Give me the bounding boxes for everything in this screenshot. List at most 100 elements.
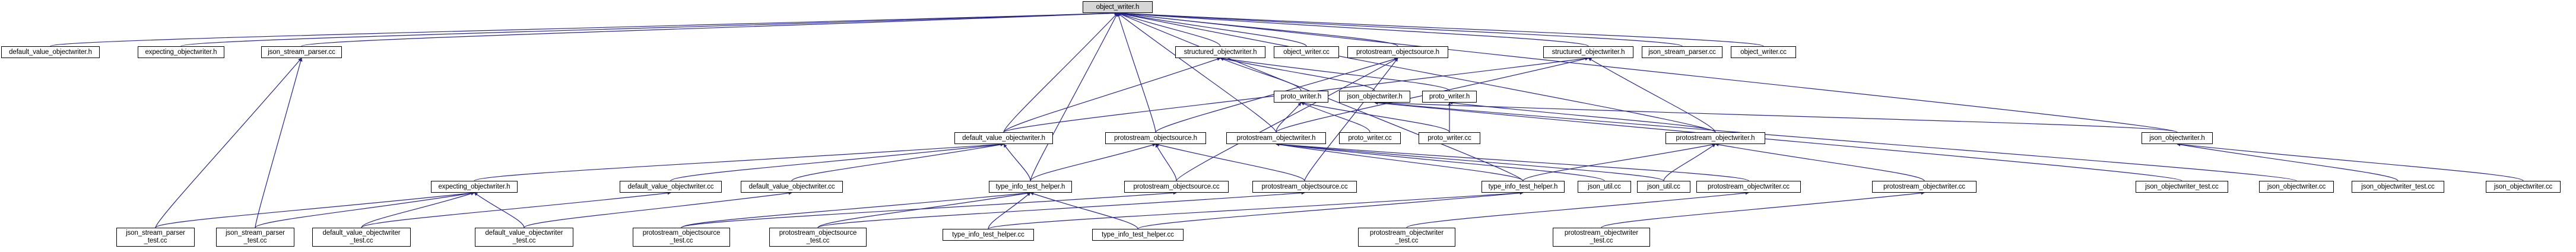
- graph-edge: [155, 58, 302, 228]
- graph-edge: [1030, 192, 1138, 229]
- graph-node[interactable]: object_writer.cc: [1274, 46, 1339, 58]
- graph-edge: [2177, 142, 2524, 181]
- graph-node[interactable]: default_value_objectwriter.cc: [741, 181, 843, 193]
- graph-edge: [681, 191, 1031, 228]
- graph-node-label: json_objectwriter.h: [1347, 92, 1403, 100]
- graph-node-label: protostream_objectwriter.cc: [1708, 183, 1790, 190]
- graph-edge: [1117, 12, 1221, 47]
- graph-edge: [1117, 12, 1277, 133]
- graph-edge: [817, 191, 1305, 228]
- graph-node[interactable]: expecting_objectwriter.h: [138, 46, 224, 58]
- graph-node-label: protostream_objectsource.h: [1356, 48, 1439, 56]
- graph-node[interactable]: json_objectwriter.cc: [2259, 181, 2334, 193]
- graph-edge: [361, 191, 671, 228]
- graph-edge: [1715, 142, 1925, 181]
- graph-node-label: proto_writer.cc: [1427, 134, 1471, 142]
- graph-edge: [1300, 101, 1450, 133]
- graph-node[interactable]: default_value_objectwriter.cc: [620, 181, 722, 193]
- graph-node-label: json_stream_parser.cc: [268, 48, 335, 56]
- graph-edge: [1176, 58, 1398, 181]
- graph-node[interactable]: json_util.cc: [1637, 181, 1690, 193]
- graph-edge: [1116, 12, 1156, 133]
- graph-edge: [791, 142, 1004, 181]
- graph-node[interactable]: type_info_test_helper.cc: [1092, 229, 1184, 241]
- graph-node[interactable]: proto_writer.h: [1274, 91, 1328, 103]
- graph-node[interactable]: structured_objectwriter.h: [1543, 46, 1633, 58]
- graph-edge: [1276, 142, 1664, 181]
- graph-node[interactable]: proto_writer.cc: [1339, 132, 1401, 144]
- graph-node-label: json_objectwriter_test.cc: [2361, 183, 2435, 190]
- graph-node[interactable]: json_objectwriter_test.cc: [2136, 181, 2228, 193]
- graph-node[interactable]: protostream_objectwriter _test.cc: [1553, 228, 1650, 247]
- graph-node-root[interactable]: object_writer.h: [1083, 1, 1153, 13]
- graph-edge: [474, 192, 525, 228]
- graph-edge: [1276, 142, 1524, 181]
- graph-node-label: json_stream_parser _test.cc: [226, 229, 285, 244]
- graph-node[interactable]: object_writer.cc: [1731, 46, 1796, 58]
- graph-node[interactable]: expecting_objectwriter.h: [431, 181, 518, 193]
- graph-node-label: expecting_objectwriter.h: [145, 48, 217, 56]
- graph-node[interactable]: json_objectwriter.cc: [2486, 181, 2561, 193]
- graph-node[interactable]: protostream_objectsource _test.cc: [769, 228, 867, 247]
- graph-node-label: protostream_objectsource _test.cc: [779, 229, 857, 244]
- graph-node[interactable]: default_value_objectwriter.h: [1, 46, 100, 58]
- graph-node[interactable]: protostream_objectsource.h: [1347, 46, 1448, 58]
- graph-node[interactable]: protostream_objectwriter.h: [1226, 132, 1326, 144]
- graph-node-label: json_util.cc: [1647, 183, 1680, 190]
- graph-edge: [1601, 191, 1925, 228]
- graph-node[interactable]: protostream_objectsource.cc: [1252, 181, 1357, 193]
- graph-edge: [155, 191, 475, 228]
- graph-node-label: type_info_test_helper.h: [1488, 183, 1558, 190]
- graph-edge: [301, 11, 1118, 47]
- graph-edge: [681, 191, 1177, 228]
- graph-node[interactable]: json_stream_parser.cc: [261, 46, 342, 58]
- graph-edge: [2177, 142, 2399, 181]
- graph-edge: [670, 142, 1004, 181]
- graph-node[interactable]: default_value_objectwriter _test.cc: [312, 228, 411, 247]
- graph-node[interactable]: json_objectwriter.h: [1339, 91, 1410, 103]
- graph-node[interactable]: proto_writer.h: [1422, 91, 1477, 103]
- graph-node[interactable]: json_objectwriter_test.cc: [2352, 181, 2444, 193]
- graph-node[interactable]: json_stream_parser _test.cc: [216, 228, 294, 247]
- graph-edge: [1117, 11, 1764, 47]
- graph-edge: [1588, 58, 1716, 133]
- graph-node[interactable]: type_info_test_helper.cc: [943, 229, 1034, 241]
- graph-edge: [1300, 102, 1371, 133]
- graph-node-label: proto_writer.cc: [1348, 134, 1392, 142]
- graph-edge: [1663, 143, 1716, 181]
- graph-edge: [1117, 11, 1398, 47]
- graph-node[interactable]: protostream_objectwriter.cc: [1872, 181, 1977, 193]
- graph-edge: [1449, 101, 1716, 133]
- graph-node[interactable]: protostream_objectwriter _test.cc: [1358, 228, 1455, 247]
- graph-node[interactable]: default_value_objectwriter _test.cc: [475, 228, 573, 247]
- graph-node[interactable]: protostream_objectsource.cc: [1124, 181, 1229, 193]
- graph-node-label: default_value_objectwriter.cc: [748, 183, 835, 190]
- graph-node-label: default_value_objectwriter.h: [9, 48, 92, 56]
- graph-node[interactable]: protostream_objectsource.h: [1105, 132, 1206, 144]
- graph-edge: [1374, 101, 2178, 133]
- graph-node-label: json_stream_parser.cc: [1648, 48, 1716, 56]
- graph-node[interactable]: json_stream_parser.cc: [1642, 46, 1722, 58]
- graph-node[interactable]: protostream_objectwriter.cc: [1696, 181, 1801, 193]
- graph-node[interactable]: default_value_objectwriter.h: [954, 132, 1053, 144]
- graph-node[interactable]: proto_writer.cc: [1419, 132, 1480, 144]
- graph-node[interactable]: protostream_objectwriter.h: [1665, 132, 1765, 144]
- graph-edge: [1030, 12, 1118, 181]
- graph-node[interactable]: protostream_objectsource _test.cc: [633, 228, 730, 247]
- graph-edge: [180, 11, 1118, 47]
- graph-node-label: protostream_objectsource.cc: [1261, 183, 1348, 190]
- graph-edge: [50, 11, 1118, 47]
- graph-node[interactable]: json_util.cc: [1578, 181, 1631, 193]
- graph-node[interactable]: json_stream_parser _test.cc: [116, 228, 195, 247]
- graph-edge: [1276, 142, 1749, 181]
- graph-node[interactable]: type_info_test_helper.h: [989, 181, 1072, 193]
- graph-node[interactable]: type_info_test_helper.h: [1481, 181, 1565, 193]
- graph-node[interactable]: structured_objectwriter.h: [1175, 46, 1265, 58]
- graph-edge: [1003, 57, 1221, 133]
- graph-edge: [1220, 58, 1302, 91]
- graph-edge: [988, 192, 1031, 229]
- graph-node[interactable]: json_objectwriter.h: [2142, 132, 2213, 144]
- graph-node-label: protostream_objectwriter.cc: [1883, 183, 1965, 190]
